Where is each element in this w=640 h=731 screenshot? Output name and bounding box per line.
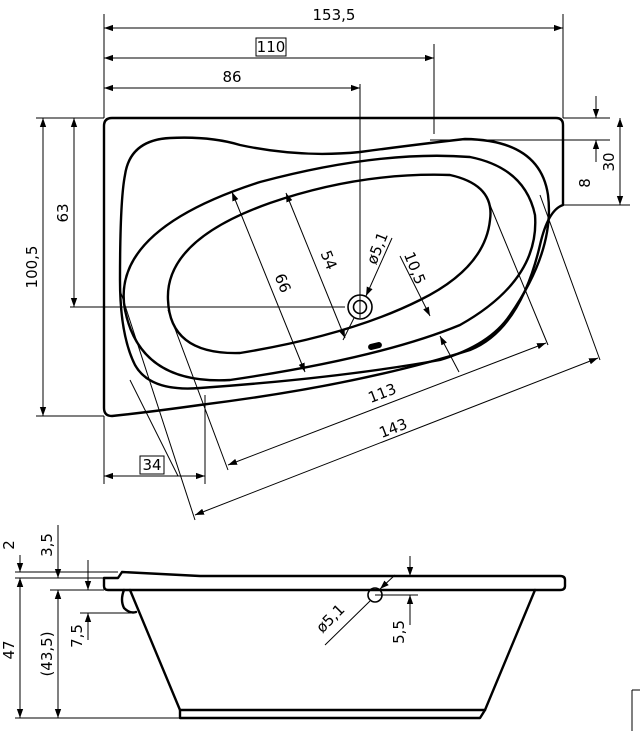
side-rim — [102, 570, 567, 592]
dim-inner-length: 113 — [366, 380, 399, 407]
dim-corner-boxed: 34 — [142, 456, 161, 474]
side-body — [128, 588, 537, 712]
side-view: 2 3,5 47 (43,5) 7,5 ø5,1 5,5 — [0, 525, 567, 720]
dim-rim-top: 2 — [0, 540, 18, 550]
top-deck-contour — [118, 136, 551, 390]
dim-overflow-diameter: ø5,1 — [312, 600, 348, 636]
dim-drain-gap: 10,5 — [400, 249, 429, 287]
dim-rim-step: 30 — [600, 152, 618, 171]
side-base — [178, 708, 487, 720]
dim-width-boxed: 110 — [257, 38, 286, 56]
dim-overall-width: 153,5 — [313, 6, 356, 24]
dim-inner-width-66: 66 — [271, 271, 295, 295]
top-overflow-slot — [368, 342, 382, 350]
dim-inner-height: (43,5) — [38, 631, 56, 676]
side-overflow-bump — [120, 588, 138, 614]
dim-rim-step-small: 8 — [576, 178, 594, 188]
dim-drain-offset: 86 — [222, 68, 241, 86]
top-view: 153,5 110 86 100,5 63 8 30 66 54 — [23, 6, 630, 521]
dim-overflow-drop: 7,5 — [68, 624, 86, 648]
dim-overflow-offset: 5,5 — [390, 620, 408, 644]
dim-box-110 — [255, 37, 287, 57]
dim-overall-depth: 100,5 — [23, 246, 41, 289]
dim-total-height: 47 — [0, 640, 18, 659]
dim-outer-length: 143 — [377, 415, 410, 442]
dim-inner-width-54: 54 — [317, 248, 341, 272]
dim-depth-to-drain: 63 — [54, 203, 72, 222]
dim-box-34 — [139, 455, 165, 475]
dim-rim-thickness: 3,5 — [38, 533, 56, 557]
